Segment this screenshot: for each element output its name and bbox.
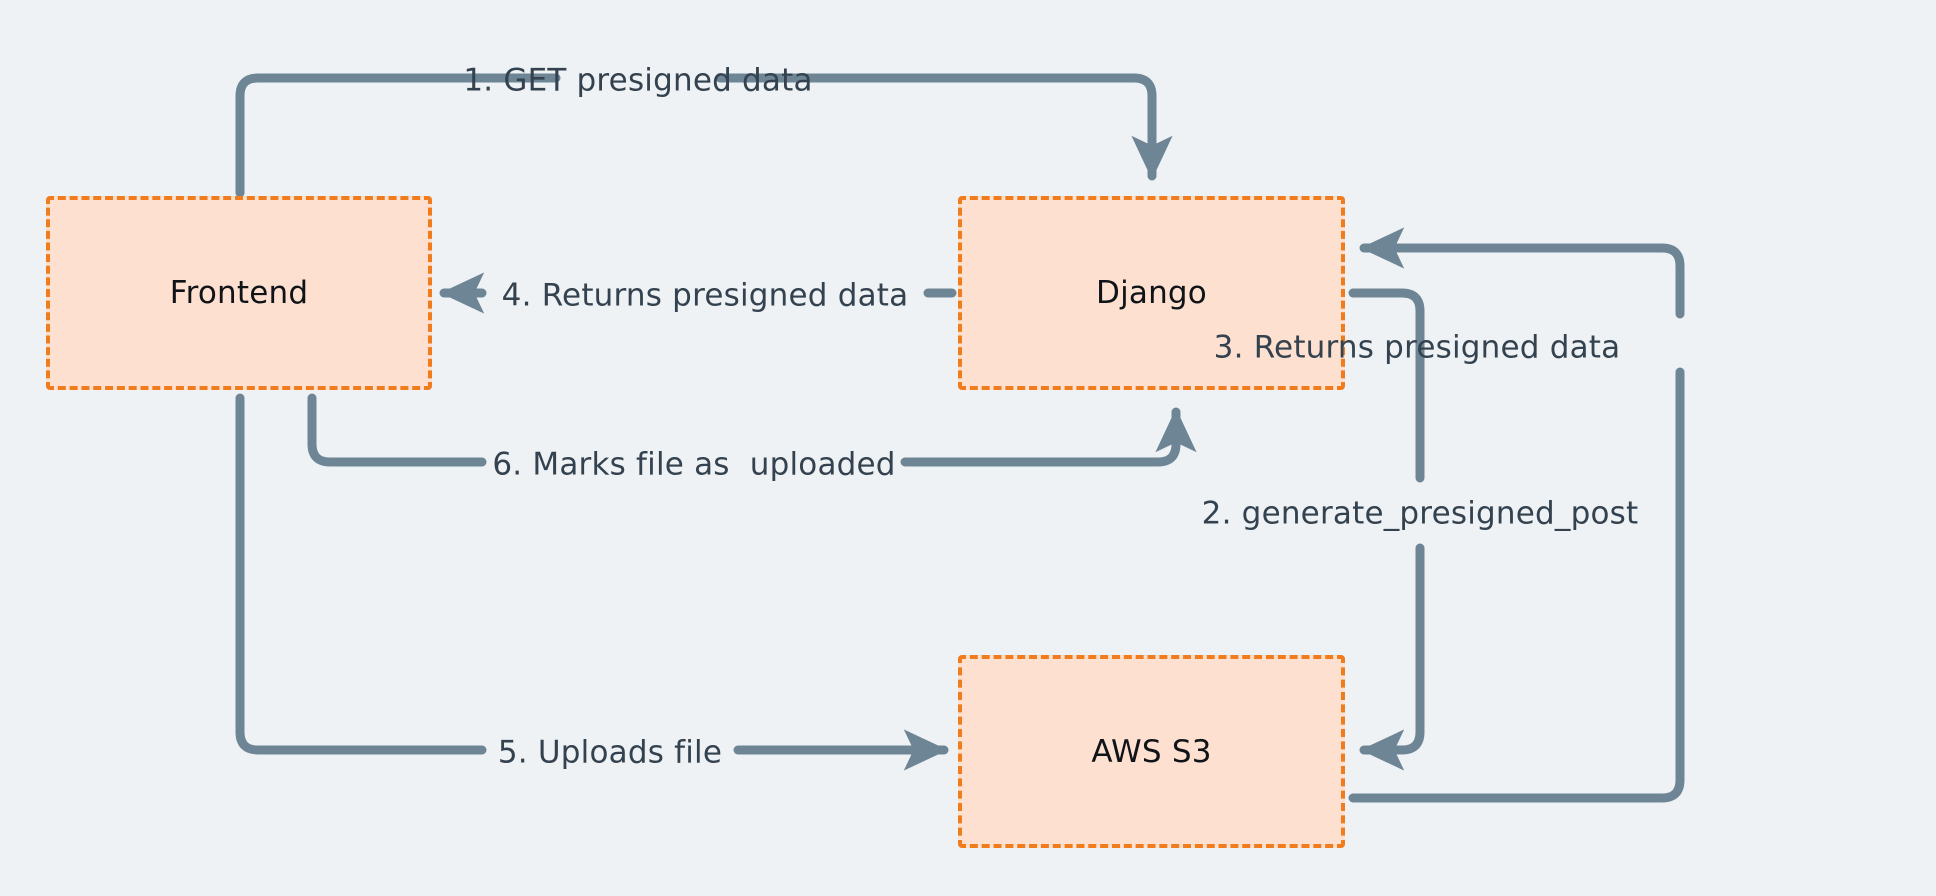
- edge-5-path: [235, 393, 949, 771]
- node-aws-s3-label: AWS S3: [1091, 733, 1212, 770]
- node-frontend[interactable]: Frontend: [46, 196, 432, 390]
- edge-2-path: [1348, 288, 1425, 771]
- edge-3-path: [1348, 227, 1685, 803]
- edge-6-path: [307, 393, 1197, 467]
- edge-1-path: [235, 73, 1173, 198]
- node-frontend-label: Frontend: [169, 275, 309, 311]
- node-aws-s3[interactable]: AWS S3: [958, 655, 1345, 848]
- node-django[interactable]: Django: [958, 196, 1345, 390]
- node-django-label: Django: [1096, 275, 1207, 311]
